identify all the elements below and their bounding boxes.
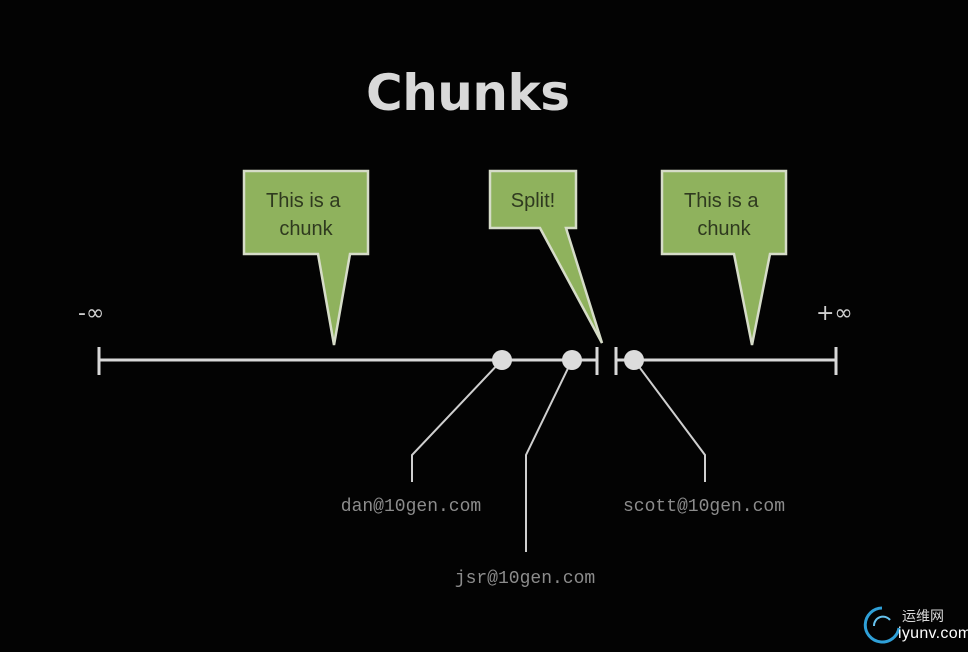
watermark: 运维网 iyunv.com — [862, 604, 968, 648]
key-jsr-leader — [525, 359, 573, 552]
callout-chunk-left: This is a chunk — [242, 169, 370, 346]
callout-chunk-right: This is a chunk — [660, 169, 788, 346]
axis-left-segment — [97, 347, 599, 375]
callout-chunk-right-bubble — [660, 169, 788, 346]
key-scott-leader — [633, 359, 706, 482]
callout-chunk-right-text: This is a chunk — [684, 190, 764, 240]
key-dan-point — [492, 350, 512, 370]
key-dan-leader — [411, 359, 503, 482]
watermark-en-text: iyunv.com — [898, 625, 968, 642]
watermark-logo-icon — [863, 606, 901, 644]
key-dan-email: dan@10gen.com — [341, 497, 481, 517]
key-scott-email: scott@10gen.com — [623, 497, 785, 517]
callout-chunk-left-line-1: This is a — [266, 190, 341, 212]
callout-chunk-right-line-2: chunk — [697, 218, 751, 240]
key-leaders — [411, 359, 706, 552]
slide-title: Chunks — [366, 64, 570, 122]
axis-max-label: +∞ — [816, 301, 853, 326]
watermark-cn-text: 运维网 — [902, 609, 944, 625]
callout-split: Split! — [488, 169, 604, 344]
callout-chunk-left-bubble — [242, 169, 370, 346]
key-jsr-email: jsr@10gen.com — [455, 569, 595, 589]
callout-chunk-right-line-1: This is a — [684, 190, 759, 212]
axis-right-segment — [614, 347, 838, 375]
callout-chunk-left-text: This is a chunk — [266, 190, 346, 240]
key-jsr-point — [562, 350, 582, 370]
callout-chunk-left-line-2: chunk — [279, 218, 333, 240]
key-scott-point — [624, 350, 644, 370]
callout-split-line-1: Split! — [511, 190, 555, 212]
callout-split-text: Split! — [511, 190, 555, 212]
callout-split-bubble — [488, 169, 604, 344]
axis-min-label: -∞ — [78, 301, 104, 326]
